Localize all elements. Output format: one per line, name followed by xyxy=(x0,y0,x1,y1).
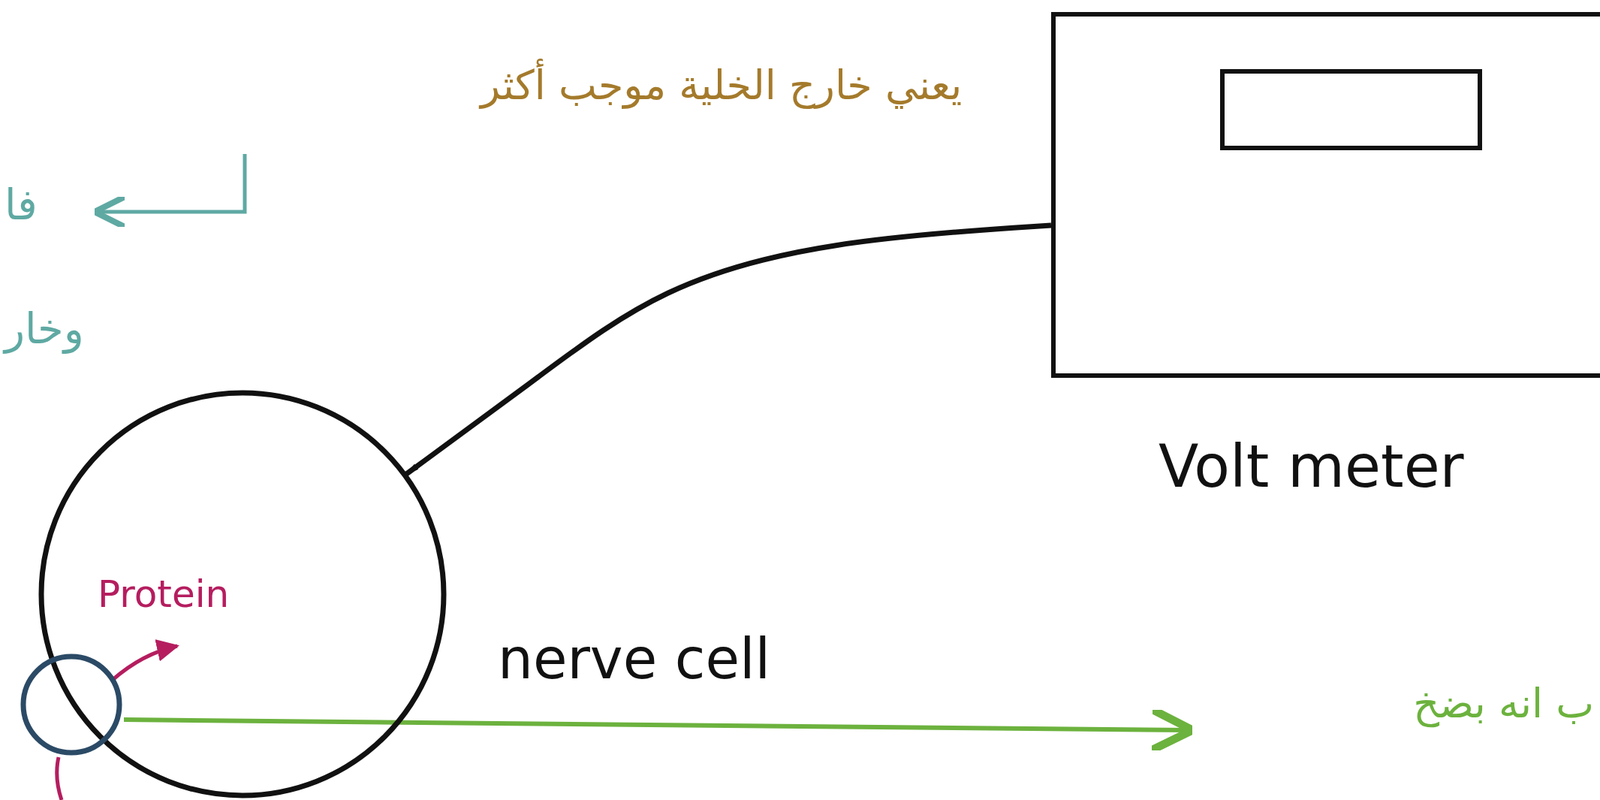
circle-outline xyxy=(20,653,123,756)
protein-circle: Protein xyxy=(20,653,123,756)
note-text: وخار xyxy=(4,304,85,353)
teal-arrow xyxy=(97,153,245,212)
protein-tail xyxy=(57,756,62,800)
note-text: ب انه بضخ xyxy=(1413,679,1594,727)
green-pointer xyxy=(123,719,1189,730)
meter-display xyxy=(1222,71,1480,148)
node-label: nerve cell xyxy=(497,626,771,691)
voltmeter-box: Volt meter xyxy=(1051,12,1600,378)
node-label: Volt meter xyxy=(1158,432,1465,501)
note-text: يعني خارج الخلية موجب أكثر xyxy=(480,61,962,109)
connector-arrow xyxy=(406,225,1052,474)
node-label: Protein xyxy=(97,572,230,616)
protein-pointer xyxy=(112,645,178,680)
note-text: فا xyxy=(4,180,38,230)
